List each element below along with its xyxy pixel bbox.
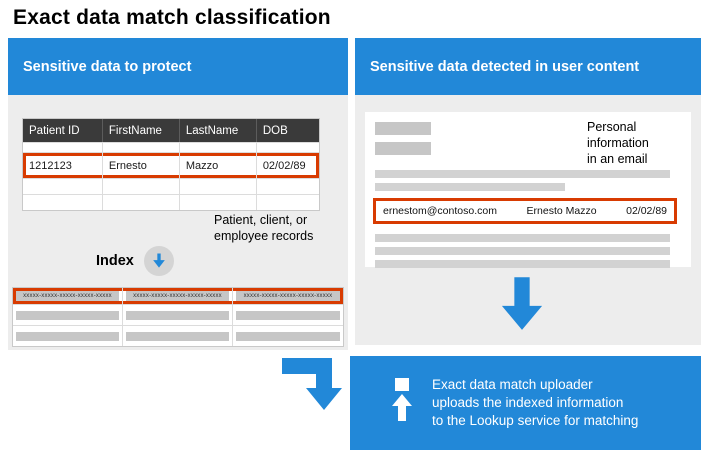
down-arrow-icon — [500, 276, 544, 337]
placeholder-bar — [375, 183, 565, 191]
highlighted-match-row: ernestom@contoso.com Ernesto Mazzo 02/02… — [373, 198, 677, 224]
patient-table: Patient ID FirstName LastName DOB 121212… — [22, 118, 320, 211]
email-document: Personal information in an email ernesto… — [365, 112, 691, 268]
hash-row — [13, 325, 343, 346]
panel-protect-header: Sensitive data to protect — [8, 38, 348, 95]
table-row — [23, 178, 319, 194]
hash-table: xxxxx-xxxxx-xxxxx-xxxxx-xxxxx xxxxx-xxxx… — [12, 287, 344, 347]
hash-cell: xxxxx-xxxxx-xxxxx-xxxxx-xxxxx — [123, 288, 233, 304]
hash-value: xxxxx-xxxxx-xxxxx-xxxxx-xxxxx — [125, 291, 229, 301]
cell-patient-id: 1212123 — [23, 153, 103, 178]
cell-dob: 02/02/89 — [262, 159, 306, 172]
placeholder-bar — [375, 170, 670, 178]
index-label: Index — [96, 253, 134, 269]
placeholder-bar — [235, 310, 340, 320]
header-cell-patient-id: Patient ID — [23, 119, 103, 142]
placeholder-bar — [375, 260, 670, 268]
match-email: ernestom@contoso.com — [383, 205, 497, 217]
email-note: Personal information in an email — [587, 120, 649, 166]
cell-firstname: Ernesto — [103, 153, 180, 178]
hash-value: xxxxx-xxxxx-xxxxx-xxxxx-xxxxx — [235, 291, 340, 301]
uploader-text: Exact data match uploader uploads the in… — [432, 377, 639, 428]
index-step: Index — [96, 246, 174, 276]
records-caption: Patient, client, or employee records — [214, 213, 314, 244]
hash-row — [13, 304, 343, 325]
table-row — [23, 194, 319, 210]
placeholder-bar — [375, 247, 670, 255]
uploader-box: Exact data match uploader uploads the in… — [350, 356, 701, 450]
placeholder-bar — [16, 310, 119, 320]
hash-row-highlighted: xxxxx-xxxxx-xxxxx-xxxxx-xxxxx xxxxx-xxxx… — [13, 288, 343, 304]
patient-table-header-row: Patient ID FirstName LastName DOB — [23, 119, 319, 142]
placeholder-bar — [375, 234, 670, 242]
placeholder-bar — [375, 122, 431, 135]
panel-detected-header: Sensitive data detected in user content — [355, 38, 701, 95]
panel-protect: Sensitive data to protect Patient ID Fir… — [8, 38, 348, 350]
header-cell-dob: DOB — [262, 124, 288, 137]
elbow-arrow-icon — [282, 352, 344, 419]
placeholder-bar — [125, 310, 229, 320]
page-title: Exact data match classification — [13, 6, 331, 29]
header-cell-firstname: FirstName — [103, 119, 180, 142]
highlighted-patient-row: 1212123 Ernesto Mazzo 02/02/89 — [23, 152, 319, 178]
panel-detected: Sensitive data detected in user content … — [355, 38, 701, 345]
upload-icon — [388, 377, 416, 429]
match-name: Ernesto Mazzo — [526, 205, 597, 217]
placeholder-bar — [125, 331, 229, 341]
header-cell-lastname: LastName — [180, 119, 257, 142]
hash-cell: xxxxx-xxxxx-xxxxx-xxxxx-xxxxx — [233, 288, 343, 304]
table-row — [23, 142, 319, 152]
index-down-arrow-icon — [143, 246, 174, 276]
cell-lastname: Mazzo — [180, 153, 257, 178]
placeholder-bar — [375, 142, 431, 155]
hash-cell: xxxxx-xxxxx-xxxxx-xxxxx-xxxxx — [13, 288, 123, 304]
match-dob: 02/02/89 — [626, 205, 667, 217]
placeholder-bar — [235, 331, 340, 341]
placeholder-bar — [16, 331, 119, 341]
hash-value: xxxxx-xxxxx-xxxxx-xxxxx-xxxxx — [16, 291, 119, 301]
